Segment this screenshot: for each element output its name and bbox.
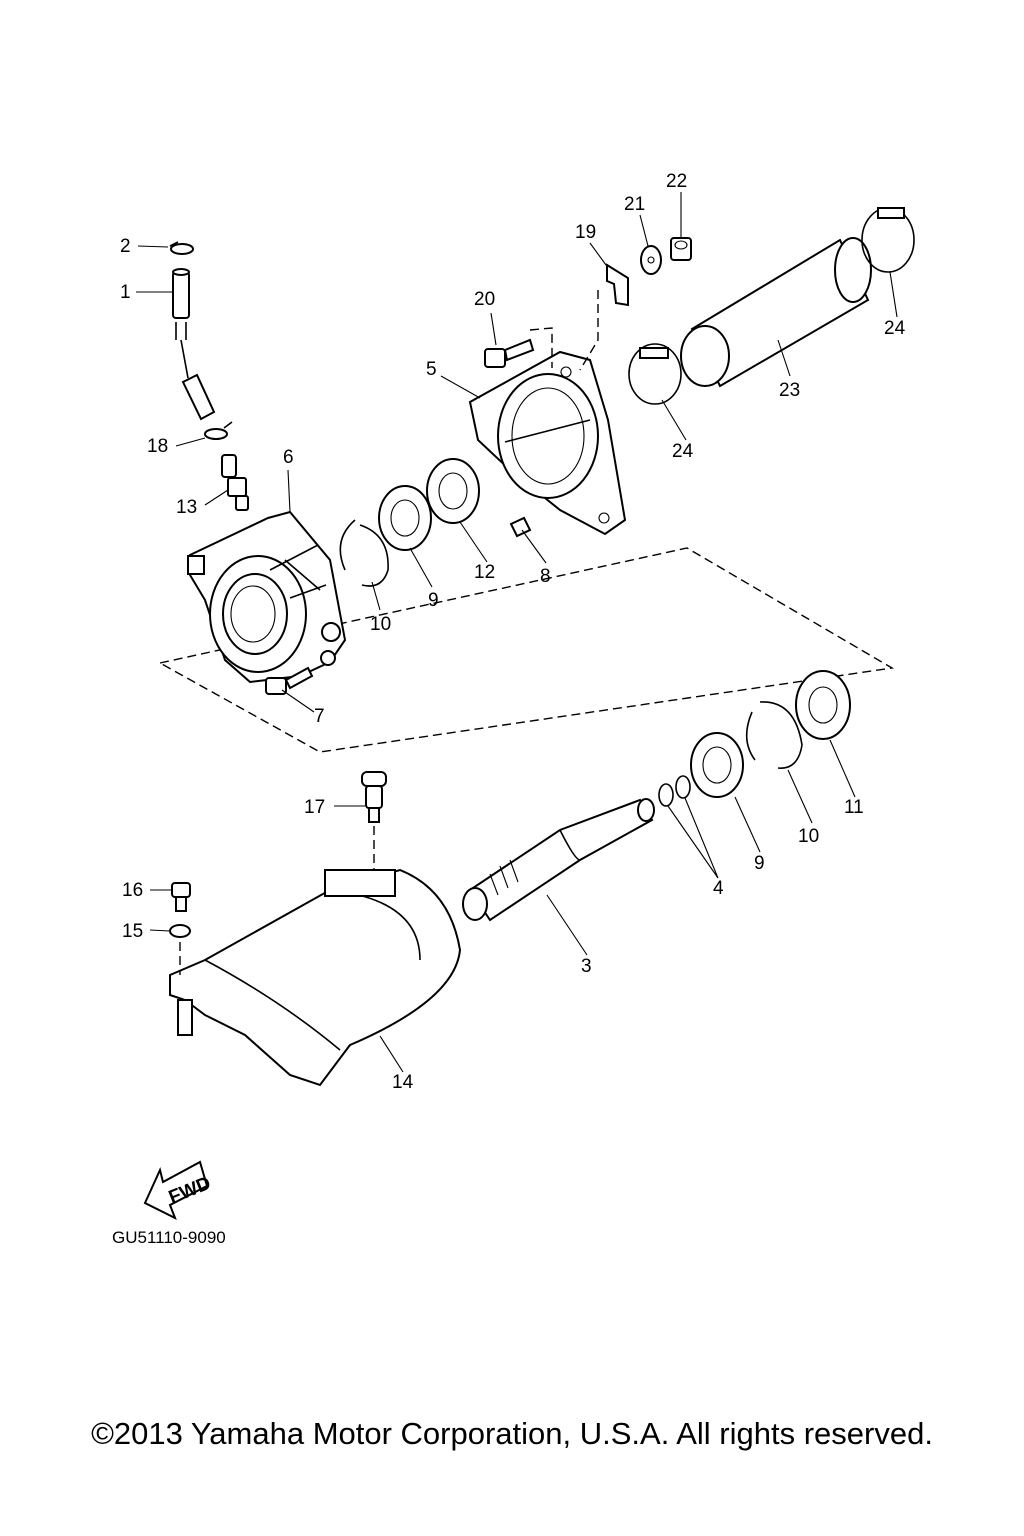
label-part-4: 4 — [713, 878, 724, 899]
label-part-21: 21 — [624, 194, 645, 215]
part-bolt-cover — [171, 882, 191, 912]
label-part-1: 1 — [120, 282, 131, 303]
leader-lines — [136, 192, 898, 1073]
assembly-frame — [158, 547, 895, 753]
label-part-17: 17 — [304, 797, 325, 818]
label-part-19: 19 — [575, 222, 596, 243]
part-hose-clamp-lower — [628, 343, 682, 405]
part-o-ring-a — [658, 783, 674, 807]
part-plug — [361, 771, 387, 823]
label-part-6: 6 — [283, 447, 294, 468]
label-part-15: 15 — [122, 921, 143, 942]
label-part-2: 2 — [120, 236, 131, 257]
label-part-24-upper: 24 — [884, 318, 906, 339]
label-part-20: 20 — [474, 289, 495, 310]
part-retaining-ring-lower — [745, 701, 803, 769]
part-clip-upper — [169, 241, 194, 255]
part-hose-clamp-upper — [861, 207, 915, 273]
part-drive-shaft — [462, 798, 655, 922]
part-housing — [187, 510, 347, 684]
label-part-14: 14 — [392, 1072, 414, 1093]
part-clip-lower — [204, 421, 233, 440]
copyright-notice: ©2013 Yamaha Motor Corporation, U.S.A. A… — [91, 1416, 933, 1451]
part-bearing-11 — [795, 670, 851, 740]
label-part-7: 7 — [314, 706, 325, 727]
part-nipple — [221, 454, 249, 511]
part-large-hose — [680, 237, 872, 388]
part-duct — [468, 350, 627, 536]
part-nut — [670, 237, 692, 261]
label-part-10-lower: 10 — [798, 826, 819, 847]
label-part-12: 12 — [474, 562, 495, 583]
part-cover-washer — [169, 924, 191, 938]
label-part-24-lower: 24 — [672, 441, 694, 462]
part-washer — [640, 245, 662, 275]
part-labels: 2 1 18 13 6 7 5 20 19 21 22 23 24 24 8 1… — [120, 171, 906, 1093]
part-bearing-upper — [378, 485, 432, 551]
part-shaft-cover — [169, 826, 462, 1087]
part-retaining-ring-upper — [339, 519, 389, 587]
label-part-10-upper: 10 — [370, 614, 391, 635]
part-dowel-pin — [509, 516, 532, 538]
part-hose — [172, 268, 216, 421]
label-part-16: 16 — [122, 880, 143, 901]
label-part-11: 11 — [844, 797, 864, 818]
part-bolt-duct — [484, 338, 535, 368]
label-part-3: 3 — [581, 956, 592, 977]
part-bearing-12 — [426, 458, 480, 524]
fwd-arrow-icon: FWD — [143, 1160, 214, 1221]
label-part-5: 5 — [426, 359, 437, 380]
label-part-8: 8 — [540, 566, 551, 587]
label-part-18: 18 — [147, 436, 168, 457]
label-part-23: 23 — [779, 380, 800, 401]
part-o-ring-b — [675, 775, 691, 799]
diagram-code: GU51110-9090 — [112, 1228, 226, 1247]
part-bracket — [529, 263, 629, 371]
part-bolt-housing — [265, 666, 314, 695]
label-part-13: 13 — [176, 497, 197, 518]
label-part-22: 22 — [666, 171, 687, 192]
part-bearing-lower — [690, 732, 744, 798]
label-part-9-lower: 9 — [754, 853, 765, 874]
label-part-9-upper: 9 — [428, 590, 439, 611]
